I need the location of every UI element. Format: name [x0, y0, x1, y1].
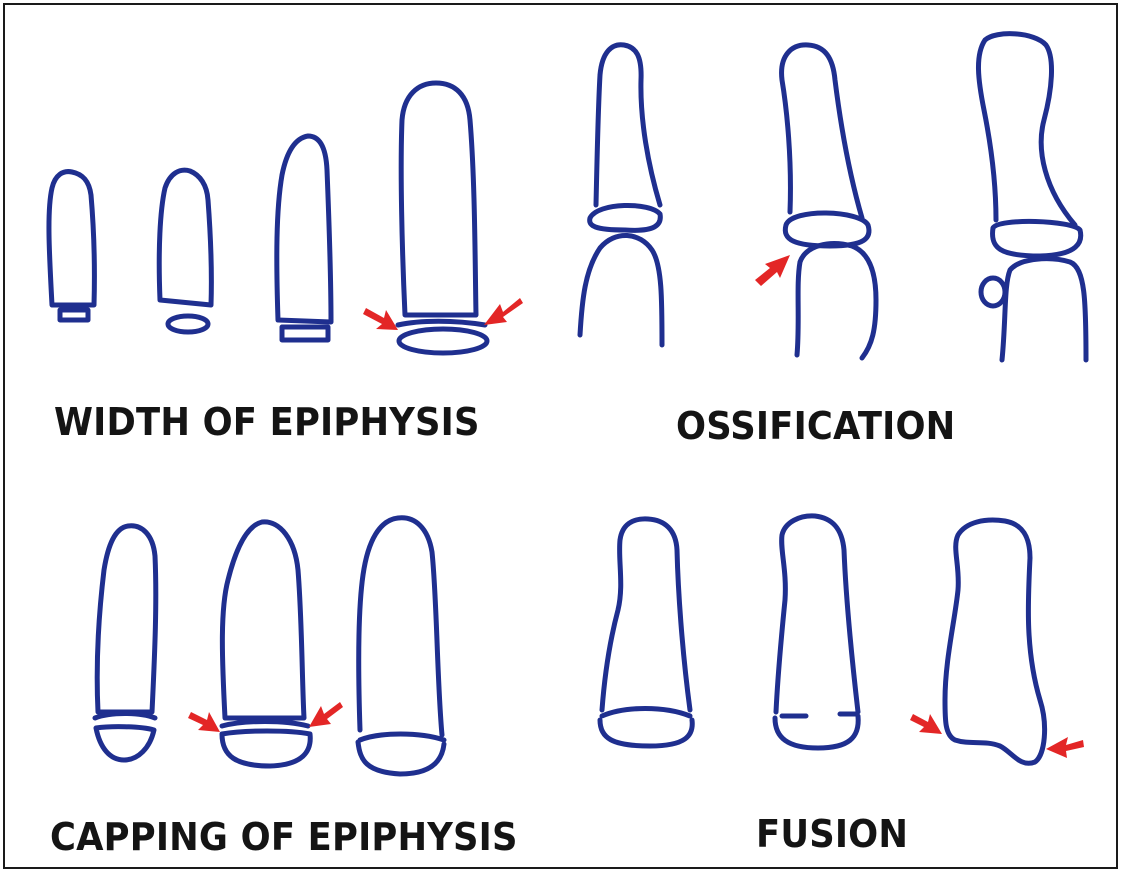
width-arrow-right — [484, 298, 523, 325]
ossification-stage-3-bone — [978, 34, 1086, 360]
capping-of-epiphysis-label: CAPPING OF EPIPHYSIS — [50, 815, 518, 859]
fusion-label: FUSION — [756, 812, 908, 856]
width-stage-3-bone — [277, 136, 331, 340]
ossification-arrow — [755, 255, 790, 286]
capping-arrow-left — [188, 712, 220, 732]
width-of-epiphysis-label: WIDTH OF EPIPHYSIS — [54, 400, 480, 444]
fusion-stage-2-bone — [775, 516, 858, 748]
capping-stage-1-bone — [95, 526, 156, 760]
capping-arrow-right — [309, 702, 343, 727]
width-stage-1-bone — [49, 172, 94, 320]
width-stage-2-bone — [159, 170, 211, 332]
ossification-stage-2-bone — [782, 45, 876, 358]
width-stage-4-bone — [398, 83, 487, 353]
width-arrow-left — [363, 308, 398, 330]
fusion-stage-3-bone — [945, 520, 1045, 763]
ossification-label: OSSIFICATION — [676, 404, 955, 448]
capping-stage-3-bone — [358, 518, 444, 774]
fusion-stage-1-bone — [600, 519, 692, 746]
fusion-arrow-right — [1046, 737, 1084, 758]
ossification-stage-1-bone — [580, 45, 662, 345]
capping-stage-2-bone — [222, 522, 310, 766]
fusion-arrow-left — [910, 714, 942, 734]
